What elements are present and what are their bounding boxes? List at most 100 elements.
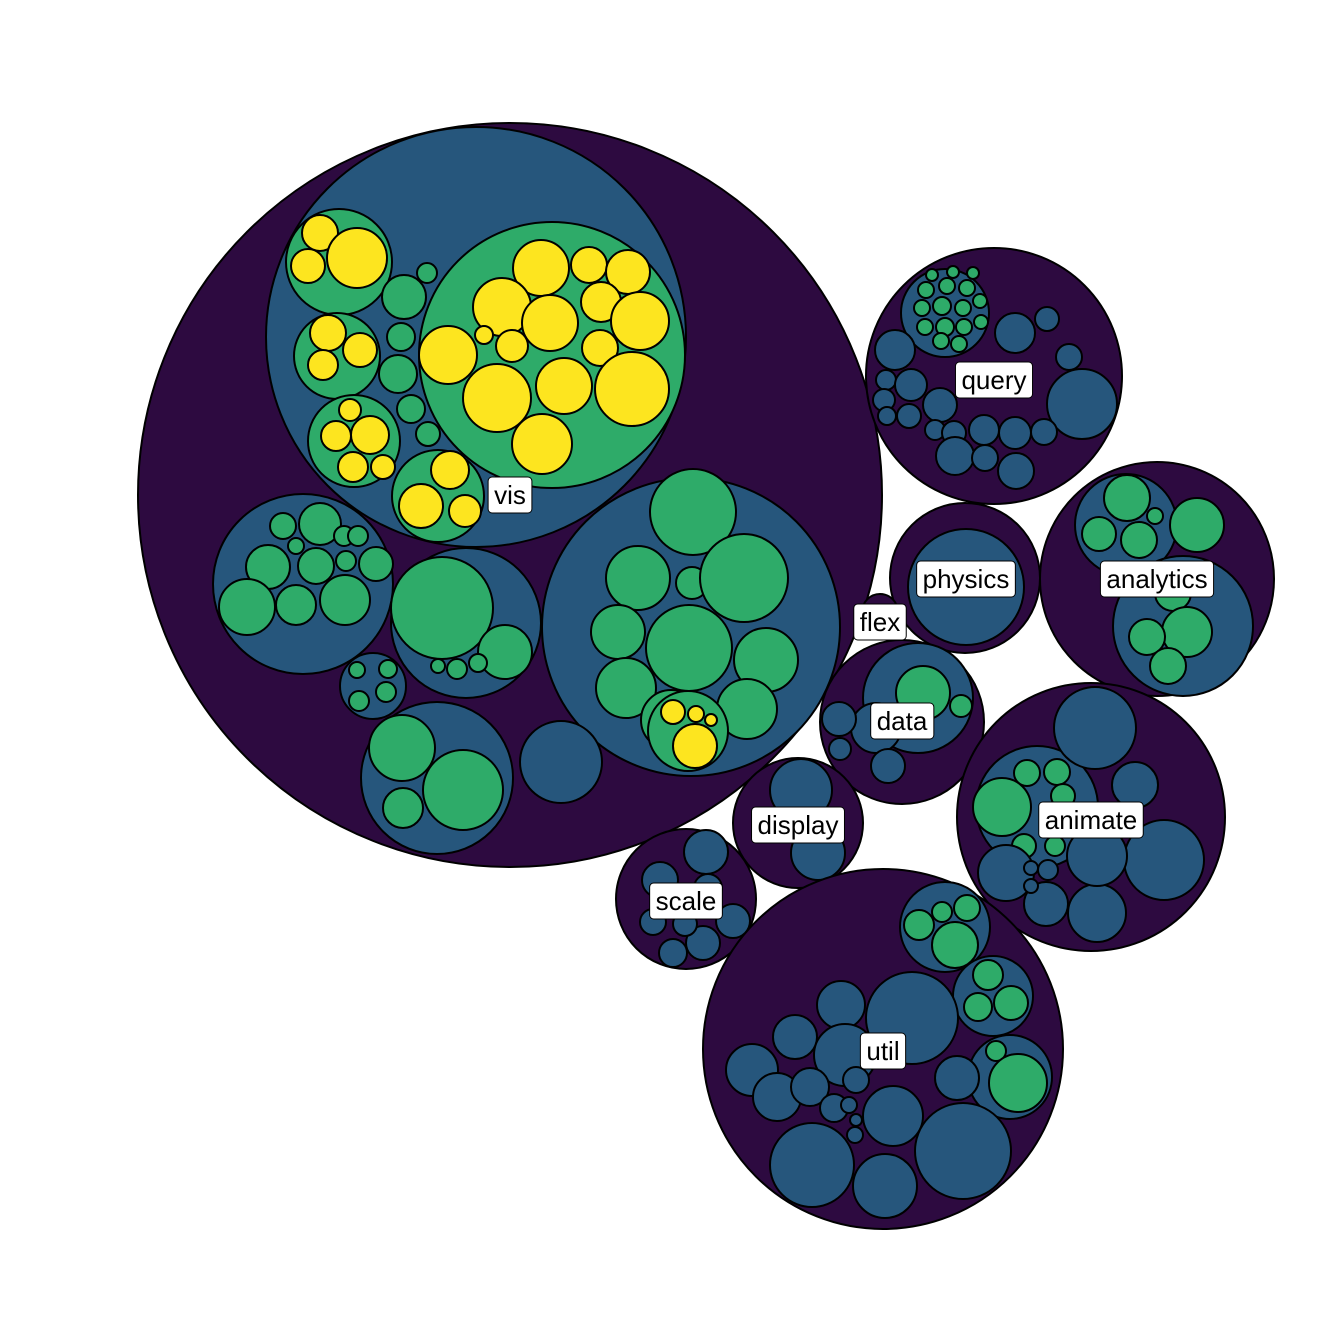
circle-node-depth-3 (954, 299, 972, 317)
circle-node-depth-4 (610, 291, 670, 351)
circle-node-depth-4 (521, 294, 579, 352)
circle-node-depth-2 (1046, 368, 1118, 440)
circle-node-depth-3 (287, 537, 305, 555)
circle-node-depth-4 (337, 451, 369, 483)
circle-node-depth-3 (972, 777, 1032, 837)
circle-node-depth-2 (994, 312, 1036, 354)
circle-node-depth-2 (971, 444, 999, 472)
circle-node-depth-4 (474, 325, 494, 345)
circle-node-depth-3 (358, 546, 394, 582)
circle-node-depth-3 (973, 314, 989, 330)
label-box (954, 361, 1034, 399)
circle-node-depth-4 (326, 227, 388, 289)
label-text: flex (860, 607, 900, 637)
circle-node-depth-2 (894, 368, 928, 402)
circle-node-depth-4 (535, 357, 593, 415)
circle-node-depth-3 (955, 318, 973, 336)
circle-node-depth-3 (1169, 497, 1225, 553)
circle-node-depth-3 (378, 659, 398, 679)
node-label-vis: vis (487, 476, 533, 514)
circle-node-depth-3 (972, 293, 988, 309)
circle-node-depth-3 (1044, 835, 1066, 857)
circle-node-depth-3 (972, 959, 1004, 991)
circle-node-depth-2 (339, 652, 407, 720)
circle-node-depth-4 (570, 246, 608, 284)
circle-node-depth-2 (519, 720, 603, 804)
circle-node-depth-3 (932, 332, 950, 350)
circle-node-depth-4 (320, 420, 352, 452)
circle-node-depth-2 (914, 1102, 1012, 1200)
label-box (1038, 801, 1144, 839)
circle-node-depth-2 (874, 329, 916, 371)
circle-node-depth-2 (790, 1067, 830, 1107)
circle-node-depth-3 (1043, 758, 1071, 786)
circle-node-depth-2 (875, 369, 897, 391)
circle-node-depth-2 (1034, 306, 1060, 332)
circle-node-depth-2 (935, 436, 975, 476)
circle-node-depth-3 (1103, 474, 1151, 522)
circle-node-depth-4 (511, 413, 573, 475)
circle-node-depth-2 (1053, 686, 1137, 770)
circle-node-depth-3 (1120, 521, 1158, 559)
circle-node-depth-2 (842, 1066, 870, 1094)
circle-node-depth-3 (931, 921, 979, 969)
circle-node-depth-3 (375, 681, 397, 703)
circle-node-depth-2 (1030, 418, 1058, 446)
circle-node-depth-4 (301, 214, 339, 252)
node-label-analytics: analytics (1099, 560, 1215, 598)
circle-node-depth-4 (350, 415, 390, 455)
circle-node-depth-4 (370, 454, 396, 480)
circle-node-depth-3 (595, 657, 657, 719)
circle-node-depth-3 (916, 318, 934, 336)
circle-node-depth-2 (1037, 859, 1059, 881)
circle-node-depth-3 (699, 533, 789, 623)
circle-node-depth-3 (946, 265, 960, 279)
circle-node-depth-3 (415, 421, 441, 447)
circle-node-depth-3 (378, 354, 418, 394)
label-text: scale (656, 886, 717, 916)
label-text: physics (923, 564, 1010, 594)
node-label-scale: scale (649, 882, 723, 920)
circle-node-depth-2 (1067, 883, 1127, 943)
circle-node-depth-2 (683, 829, 729, 875)
node-label-util: util (859, 1032, 907, 1070)
circle-node-depth-4 (342, 332, 378, 368)
circle-node-depth-3 (297, 547, 335, 585)
node-label-query: query (954, 361, 1034, 399)
circle-node-depth-2 (862, 1085, 924, 1147)
circle-node-depth-4 (309, 314, 347, 352)
circle-node-depth-3 (319, 574, 371, 626)
label-text: animate (1045, 805, 1138, 835)
label-text: data (877, 706, 928, 736)
circle-node-depth-3 (953, 894, 981, 922)
circle-node-depth-3 (932, 296, 952, 316)
circle-node-depth-4 (430, 450, 470, 490)
circle-node-depth-2 (1111, 761, 1159, 809)
node-label-data: data (870, 702, 935, 740)
circle-node-depth-2 (922, 387, 958, 423)
node-label-animate: animate (1038, 801, 1144, 839)
circle-node-depth-4 (704, 713, 718, 727)
circle-node-depth-4 (495, 329, 529, 363)
circle-node-depth-2 (1023, 860, 1039, 876)
circle-node-depth-4 (448, 494, 482, 528)
circle-node-depth-3 (382, 787, 424, 829)
circle-node-depth-2 (821, 701, 857, 737)
circle-node-depth-4 (398, 483, 444, 529)
circle-node-depth-4 (290, 248, 326, 284)
circle-node-depth-3 (993, 985, 1029, 1021)
circle-node-depth-3 (963, 992, 993, 1022)
circle-node-depth-2 (934, 1055, 980, 1101)
circle-node-depth-3 (269, 512, 297, 540)
circles-layer (137, 122, 1275, 1230)
circle-node-depth-4 (660, 699, 686, 725)
label-text: display (758, 810, 839, 840)
circle-node-depth-2 (870, 748, 906, 784)
circle-node-depth-2 (828, 737, 852, 761)
circle-node-depth-2 (1023, 881, 1069, 927)
circle-node-depth-3 (605, 545, 671, 611)
circle-node-depth-3 (649, 468, 737, 556)
circle-node-depth-3 (416, 262, 438, 284)
circle-node-depth-2 (658, 938, 688, 968)
